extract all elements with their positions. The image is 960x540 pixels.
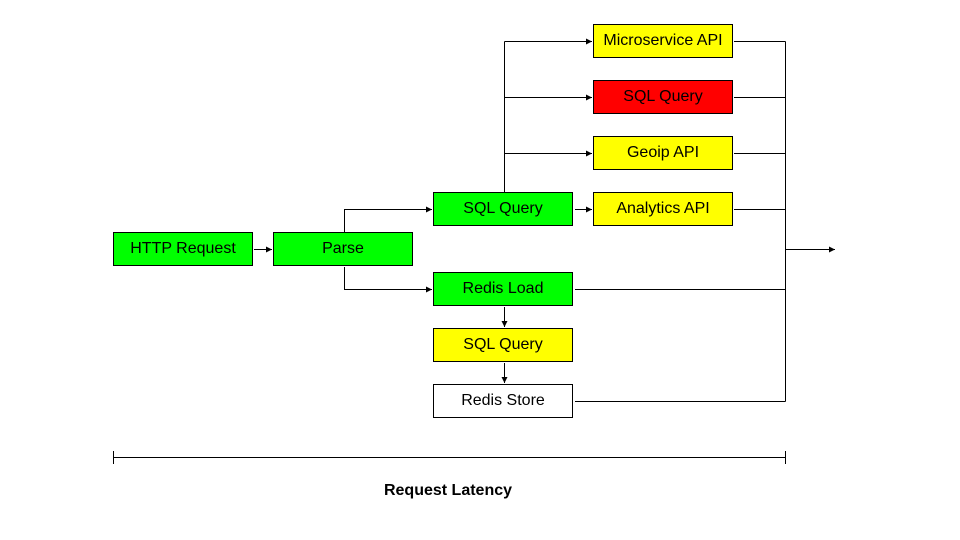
node-redis-load: Redis Load	[433, 272, 573, 306]
node-sql-query-cache: SQL Query	[433, 328, 573, 362]
node-geoip-api: Geoip API	[593, 136, 733, 170]
node-redis-store: Redis Store	[433, 384, 573, 418]
node-http-request: HTTP Request	[113, 232, 253, 266]
edge-parse-to-sql	[344, 206, 432, 232]
node-parse: Parse	[273, 232, 413, 266]
node-sql-query-main: SQL Query	[433, 192, 573, 226]
node-sql-query-fanout: SQL Query	[593, 80, 733, 114]
node-analytics-api: Analytics API	[593, 192, 733, 226]
node-microservice-api: Microservice API	[593, 24, 733, 58]
latency-caption: Request Latency	[383, 482, 513, 499]
edge-parse-to-redis-load	[344, 267, 432, 293]
